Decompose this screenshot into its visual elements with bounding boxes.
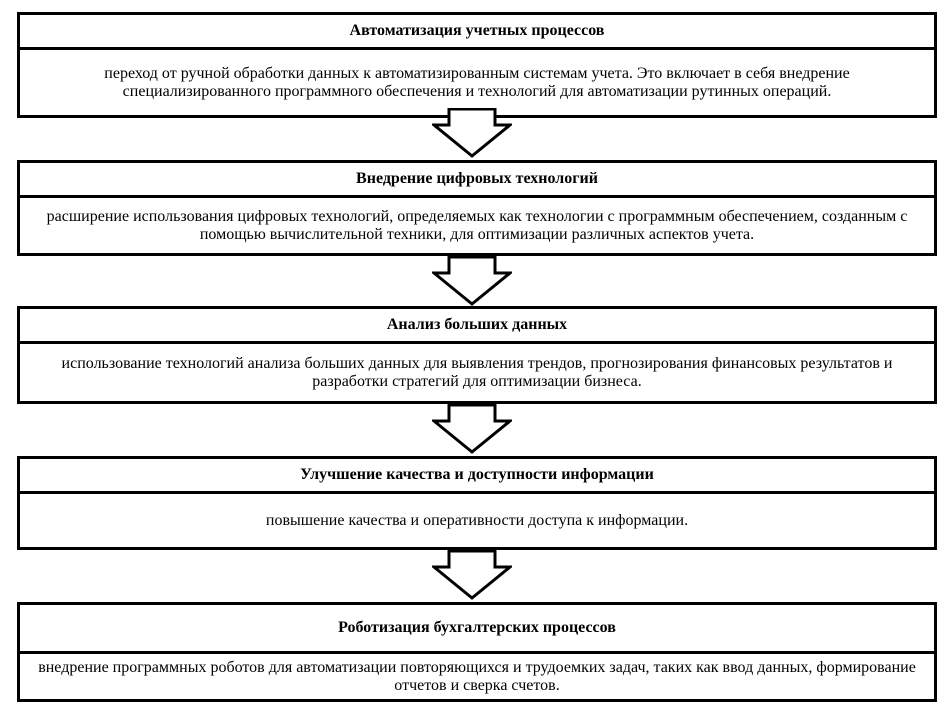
step-title-3: Анализ больших данных (17, 306, 937, 344)
step-title-1: Автоматизация учетных процессов (17, 12, 937, 50)
step-title-2: Внедрение цифровых технологий (17, 160, 937, 198)
down-arrow-icon-1 (432, 108, 512, 158)
down-arrow-icon-3 (432, 404, 512, 454)
step-title-5: Роботизация бухгалтерских процессов (17, 602, 937, 654)
down-arrow-icon-4 (432, 550, 512, 600)
step-description-3: использование технологий анализа больших… (17, 344, 937, 404)
step-description-1: переход от ручной обработки данных к авт… (17, 50, 937, 118)
step-description-2: расширение использования цифровых технол… (17, 198, 937, 256)
down-arrow-icon-2 (432, 256, 512, 306)
step-description-5: внедрение программных роботов для автома… (17, 654, 937, 702)
step-description-4: повышение качества и оперативности досту… (17, 494, 937, 550)
step-title-4: Улучшение качества и доступности информа… (17, 456, 937, 494)
